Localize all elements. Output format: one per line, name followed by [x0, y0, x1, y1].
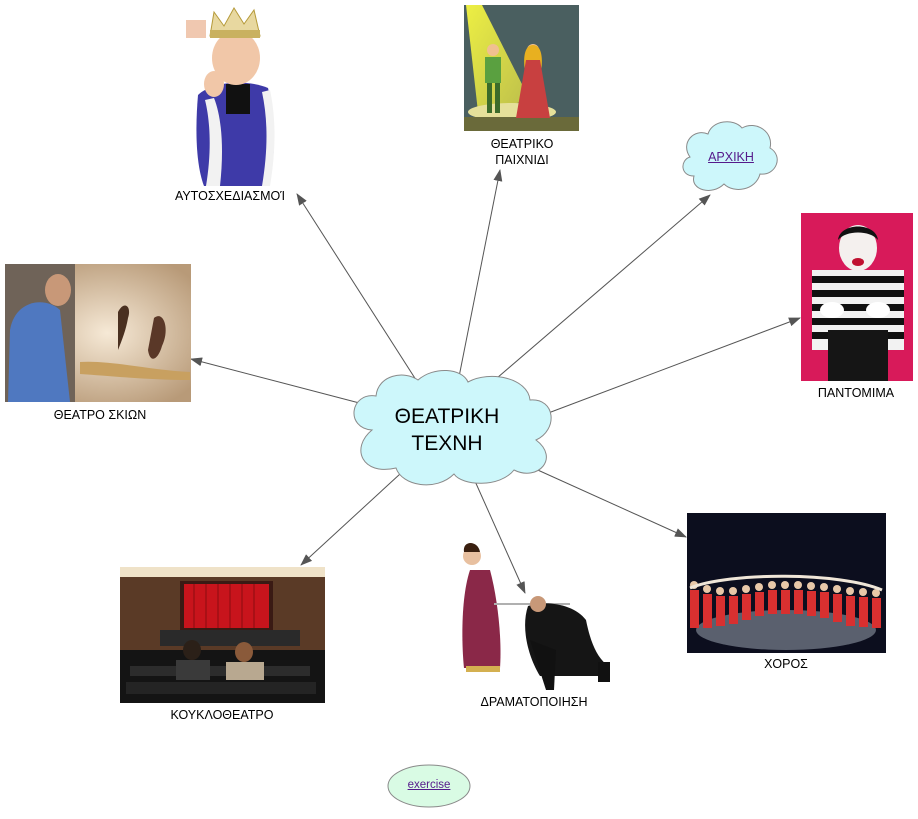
glove-left — [820, 302, 844, 318]
fur-trim-right — [262, 90, 275, 186]
actress-dress — [516, 60, 550, 118]
shadow-theatre-label: ΘΕΑΤΡΟ ΣΚΙΩΝ — [53, 408, 147, 422]
viewer-2-head — [235, 642, 253, 662]
woman-dress — [462, 570, 501, 668]
home-link[interactable]: ΑΡΧΙΚΗ — [708, 150, 754, 164]
actor-tunic — [485, 57, 501, 83]
theatre-game-label-line2: ΠΑΙΧΝΙΔΙ — [495, 153, 549, 167]
arrow-to-puppet-theatre — [300, 473, 401, 566]
shadow-puppet-1 — [118, 305, 130, 350]
theatre-game-label-line1: ΘΕΑΤΡΙΚΟ — [490, 137, 554, 151]
stage-floor — [464, 117, 579, 131]
hall-ceiling — [120, 567, 325, 577]
dress-hem — [466, 666, 500, 672]
improvisation-label: ΑΥΤΟΣΧΕΔΙΑΣΜΟΊ — [174, 189, 286, 203]
raised-hand — [186, 20, 206, 38]
shadow-puppet-2 — [148, 316, 166, 359]
crown-band — [210, 30, 260, 38]
overalls — [828, 330, 888, 381]
kneeling-man-boot — [598, 662, 610, 682]
pantomime-image[interactable] — [801, 213, 913, 381]
arrow-to-pantomime — [542, 317, 801, 416]
stage-ledge — [80, 361, 190, 380]
exercise-bubble[interactable] — [387, 764, 471, 808]
tunic — [226, 84, 250, 114]
dance-image[interactable] — [687, 513, 886, 653]
performer-shirt — [8, 302, 70, 402]
center-title-line2: ΤΕΧΝΗ — [411, 432, 482, 455]
arrow-to-dance — [519, 461, 687, 538]
kneeling-man-head — [530, 596, 546, 612]
home-cloud[interactable] — [682, 121, 778, 191]
performer-head — [45, 274, 71, 306]
viewer-1-body — [176, 660, 210, 680]
arrow-to-home — [489, 194, 711, 385]
dance-floor — [696, 610, 876, 650]
puppet-theatre-label: ΚΟΥΚΛΟΘΕΑΤΡΟ — [170, 708, 274, 722]
shadow-theatre-image[interactable] — [5, 264, 191, 402]
center-cloud[interactable]: ΘΕΑΤΡΙΚΗ ΤΕΧΝΗ — [353, 369, 552, 486]
seating-area — [120, 650, 325, 703]
kneeling-man-leg — [530, 640, 556, 690]
mime-face — [839, 225, 877, 271]
viewer-2-body — [226, 662, 264, 680]
dancers-row — [690, 590, 881, 628]
improvisation-image[interactable] — [186, 7, 275, 186]
connectors — [190, 169, 801, 594]
fur-trim — [205, 98, 222, 186]
dancers-raised-arms — [689, 574, 883, 592]
home-cloud-shape — [682, 121, 778, 191]
actor-leg-right — [495, 83, 500, 113]
pantomime-label: ΠΑΝΤΟΜΙΜΑ — [817, 386, 895, 400]
actor-leg-left — [487, 83, 492, 113]
red-curtain — [184, 584, 269, 628]
curtain-folds — [193, 584, 255, 628]
viewer-1-head — [183, 640, 201, 660]
puppet-theatre-image[interactable] — [120, 567, 325, 703]
center-cloud-shape — [353, 369, 552, 486]
theatre-game-image[interactable] — [464, 5, 579, 131]
chin-hand — [204, 71, 224, 97]
mime-hat — [838, 226, 878, 240]
dramatization-label: ΔΡΑΜΑΤΟΠΟΙΗΣΗ — [480, 695, 588, 709]
exercise-link[interactable]: exercise — [407, 779, 451, 791]
dramatization-image[interactable] — [462, 543, 610, 690]
face — [212, 31, 260, 85]
kneeling-man — [525, 603, 606, 676]
glove-right — [866, 302, 890, 318]
actor-head — [487, 44, 499, 56]
arrow-to-improvisation — [296, 193, 419, 384]
seat-row-2 — [126, 682, 316, 694]
dance-label: ΧΟΡΟΣ — [764, 657, 808, 671]
arrow-to-shadow-theatre — [190, 357, 368, 406]
arrow-to-theatre-game — [457, 169, 503, 383]
seat-row-1 — [130, 666, 310, 676]
mime-mouth — [852, 258, 864, 266]
arrow-to-dramatization — [469, 469, 526, 594]
woman-hair — [463, 543, 480, 552]
center-title-line1: ΘΕΑΤΡΙΚΗ — [395, 405, 500, 428]
stage-front — [160, 630, 300, 646]
theatre-game-label: ΘΕΑΤΡΙΚΟ ΠΑΙΧΝΙΔΙ — [462, 136, 582, 168]
